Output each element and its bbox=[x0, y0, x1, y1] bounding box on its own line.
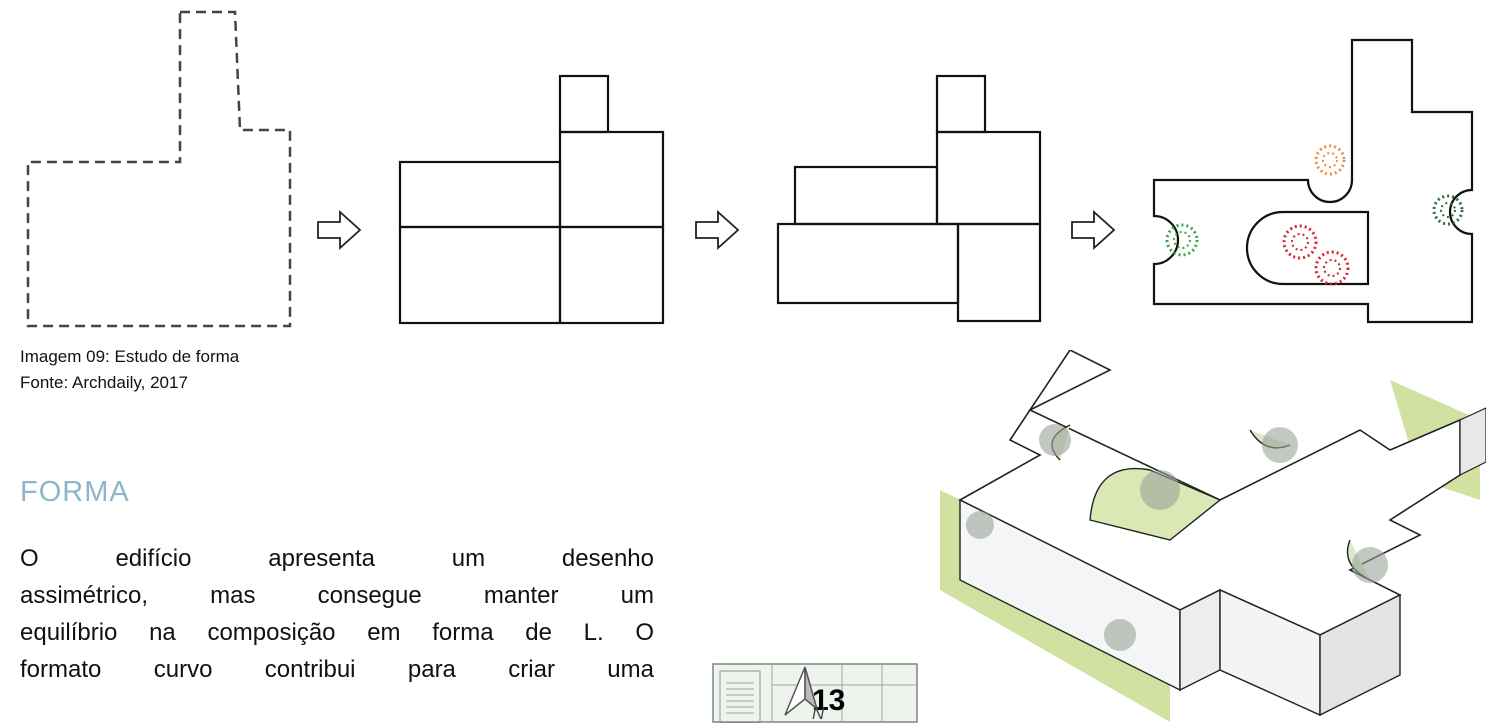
axonometric-building-illustration bbox=[940, 350, 1486, 722]
north-label: N bbox=[812, 704, 825, 723]
paragraph-line: formato curvo contribui para criar uma bbox=[20, 656, 654, 683]
tree-dots-orange bbox=[1314, 144, 1346, 176]
floor-plan-thumbnail bbox=[712, 663, 918, 723]
arrow-right-icon bbox=[695, 209, 740, 251]
paragraph-line: O edifício apresenta um desenho bbox=[20, 545, 654, 572]
tree-foliage bbox=[966, 424, 1388, 651]
paragraph-line: equilíbrio na composição em forma de L. … bbox=[20, 619, 654, 646]
body-paragraph: O edifício apresenta um desenho assimétr… bbox=[20, 540, 654, 688]
north-arrow-icon bbox=[784, 666, 819, 716]
tree-dots-red bbox=[1282, 224, 1350, 286]
page-number: 13 bbox=[812, 684, 846, 717]
arrow-right-icon bbox=[317, 209, 362, 251]
caption-source: Fonte: Archdaily, 2017 bbox=[20, 373, 188, 392]
tree-dots-dark-green bbox=[1432, 194, 1464, 226]
section-heading: FORMA bbox=[20, 476, 130, 508]
form-study-diagram bbox=[26, 10, 1474, 328]
curved-final-shape bbox=[1152, 38, 1474, 324]
arrow-right-icon bbox=[1071, 209, 1116, 251]
blocks-stage-3 bbox=[776, 74, 1042, 323]
paragraph-line: assimétrico, mas consegue manter um bbox=[20, 582, 654, 609]
building-side bbox=[1459, 407, 1486, 476]
blocks-stage-2 bbox=[398, 74, 665, 325]
caption-title: Imagem 09: Estudo de forma bbox=[20, 347, 240, 366]
dashed-outline-shape bbox=[26, 10, 292, 328]
tree-dots-green bbox=[1165, 223, 1199, 257]
building-side bbox=[1319, 593, 1401, 717]
image-caption: Imagem 09: Estudo de forma Fonte: Archda… bbox=[20, 344, 239, 396]
